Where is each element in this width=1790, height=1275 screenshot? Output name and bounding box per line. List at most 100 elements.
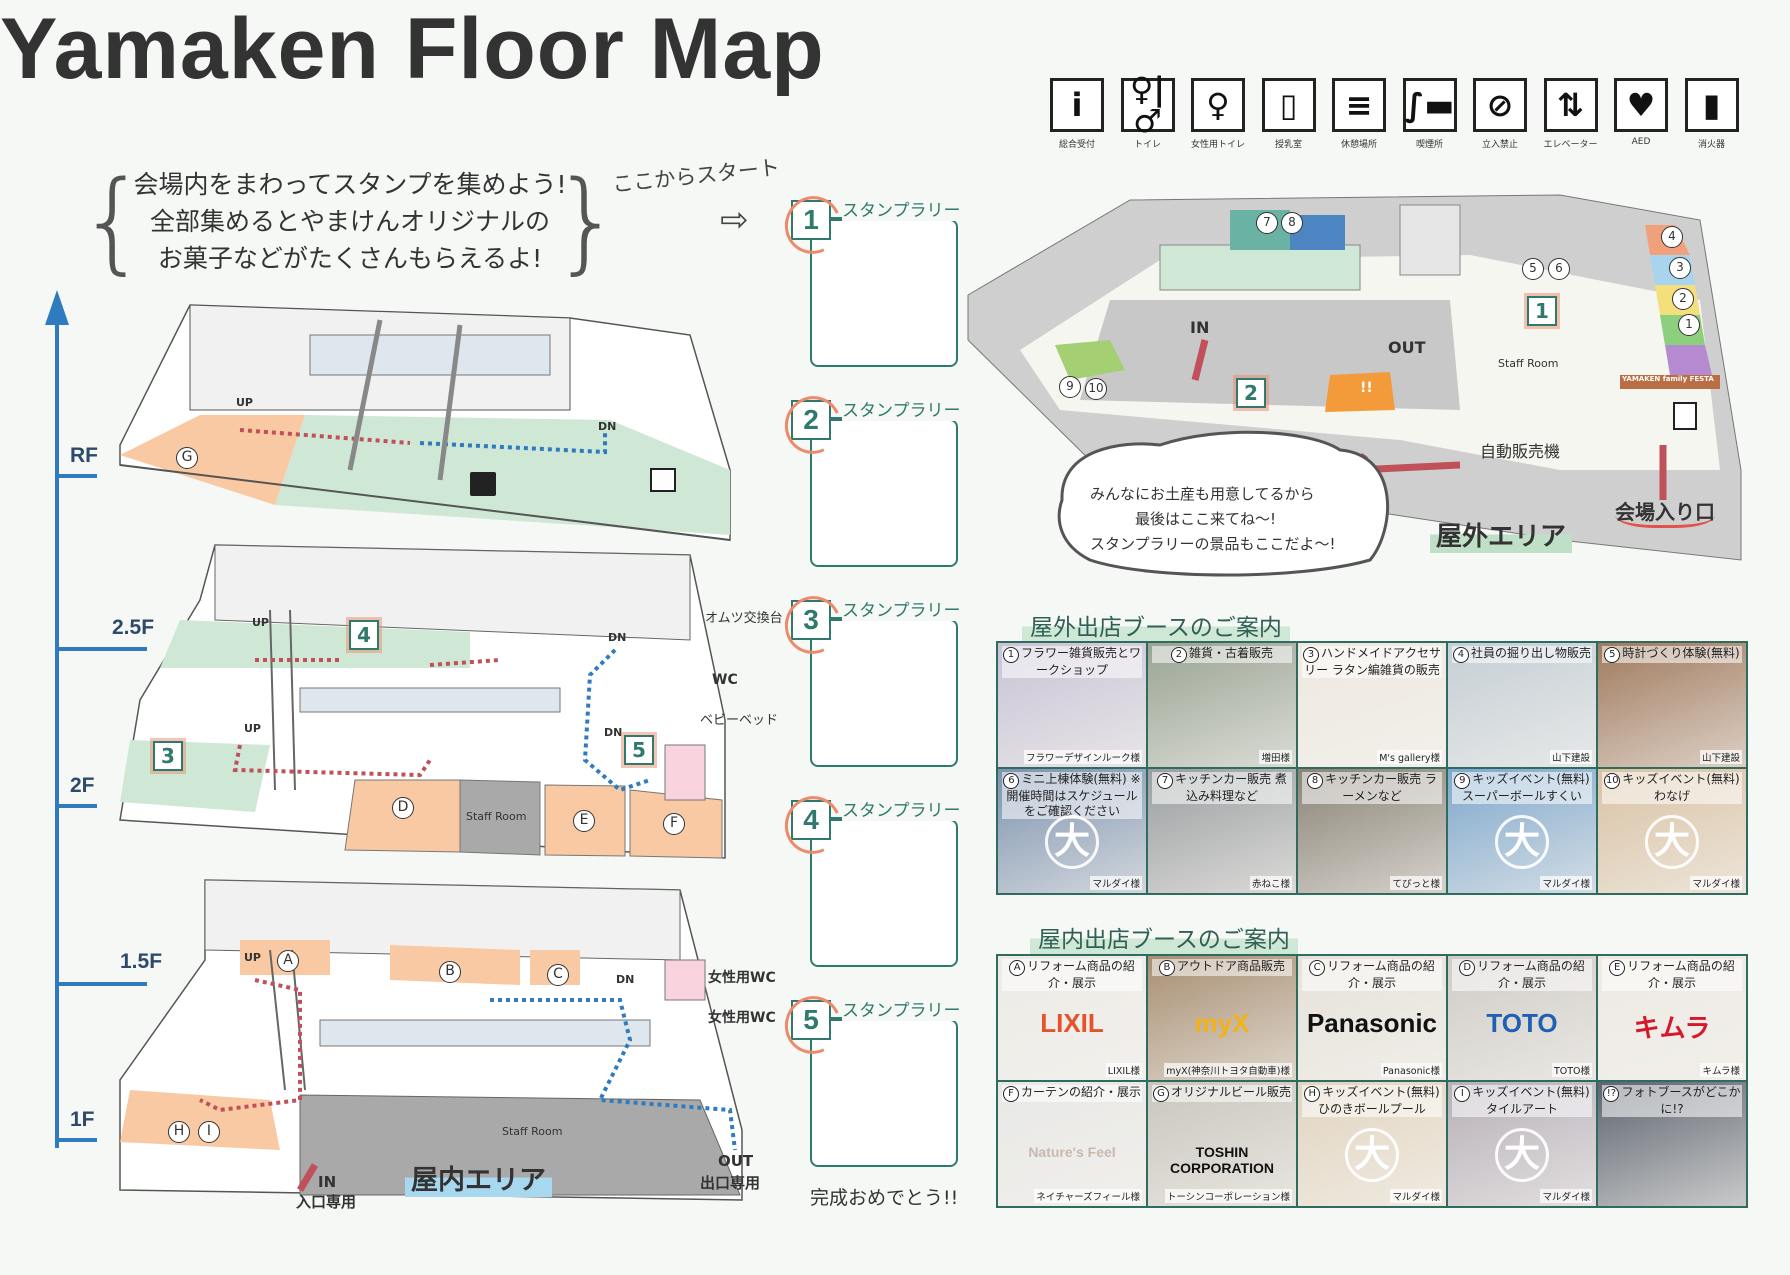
stamp-rally-label: スタンプラリー: [842, 996, 965, 1021]
outdoor-booth-number-4: 4: [1661, 226, 1683, 248]
booth-sponsor: 増田様: [1259, 750, 1292, 764]
booth-title-text: アウトドア商品販売: [1176, 959, 1285, 973]
booth-number-badge: I: [1454, 1086, 1471, 1102]
intro-line-2: 全部集めるとやまけんオリジナルの: [149, 207, 550, 236]
outdoor-booths-heading: 屋外出店ブースのご案内: [1022, 608, 1290, 642]
outdoor-booth-number-3: 3: [1669, 257, 1691, 279]
booth-title-text: ミニ上棟体験(無料) ※開催時間はスケジュールをご確認ください: [1006, 772, 1141, 818]
booth-title: !?フォトブースがどこかに!?: [1602, 1085, 1742, 1117]
booth-title-text: キッチンカー販売 煮込み料理など: [1175, 772, 1287, 803]
booth-sponsor: 赤ねこ様: [1249, 876, 1292, 890]
booth-sponsor: M's gallery様: [1377, 750, 1442, 764]
booth-number-badge: 10: [1604, 773, 1621, 789]
entrance-label: 会場入り口: [1615, 496, 1715, 528]
out-label: OUT: [718, 1152, 754, 1170]
womens-wc-label-2: 女性用WC: [708, 1010, 776, 1026]
legend-item: ∫▬ 喫煙所: [1402, 78, 1457, 150]
womens-wc-label-1: 女性用WC: [708, 970, 776, 986]
brand-logo: LIXIL: [1040, 1008, 1104, 1038]
2f-floor-plan: [119, 544, 726, 859]
booth-sponsor: LIXIL様: [1105, 1063, 1142, 1077]
floor-label-1-5f: 1.5F: [120, 950, 163, 973]
booth-number-badge: 3: [1302, 647, 1319, 663]
staff-room-1f: Staff Room: [502, 1125, 563, 1138]
booth-title-text: キッズイベント(無料) タイルアート: [1472, 1085, 1590, 1116]
booth-number-badge: 7: [1157, 773, 1174, 789]
smoking-area-icon: ∫▬: [1402, 78, 1457, 132]
marudai-logo-icon: 大: [1645, 815, 1699, 869]
booth-title-text: ハンドメイドアクセサリー ラタン編雑貨の販売: [1304, 646, 1441, 677]
booth-number-badge: H: [1304, 1086, 1321, 1102]
floor-label-rf: RF: [70, 444, 98, 467]
booth-b: B: [439, 961, 461, 983]
bubble-line-2: 最後はここ来てね〜!: [1135, 510, 1277, 528]
legend-label: 喫煙所: [1415, 140, 1443, 150]
stamp-1-marker: 1: [1527, 296, 1557, 326]
indoor-booth-card: !?フォトブースがどこかに!?: [1598, 1082, 1746, 1206]
intro-line-1: 会場内をまわってスタンプを集めよう!: [133, 170, 567, 199]
booth-number-badge: 5: [1604, 647, 1621, 663]
info-icon: [1673, 402, 1697, 430]
booth-sponsor: トーシンコーポレーション様: [1164, 1189, 1292, 1203]
elevator-icon: ⇅: [1543, 78, 1598, 132]
booth-title-text: フォトブースがどこかに!?: [1621, 1085, 1741, 1116]
bubble-line-1: みんなにお土産も用意してるから: [1090, 485, 1315, 503]
floor-label-1f: 1F: [70, 1108, 95, 1131]
marudai-logo-icon: 大: [1045, 815, 1099, 869]
stamp-number-3: 3: [791, 600, 831, 640]
restroom-icon: ♀|♂: [1120, 73, 1175, 137]
booth-sponsor: マルダイ様: [1690, 876, 1742, 890]
intro-line-3: お菓子などがたくさんもらえるよ!: [157, 244, 543, 273]
legend-item: ▯授乳室: [1261, 78, 1316, 150]
stamp-box: [810, 819, 958, 967]
right-brace: }: [552, 157, 622, 285]
booth-h: H: [168, 1121, 190, 1143]
booth-f: F: [663, 813, 685, 835]
aed-icon: ♥: [1614, 78, 1668, 132]
outdoor-staff-room: Staff Room: [1498, 357, 1559, 370]
booth-sponsor: 山下建設: [1699, 750, 1742, 764]
booth-a: A: [277, 950, 299, 972]
legend-label: 休憩場所: [1340, 140, 1377, 150]
marudai-logo-icon: 大: [1345, 1128, 1399, 1182]
stamp-number-5: 5: [791, 1000, 831, 1040]
stamp-4-marker: 4: [349, 620, 379, 650]
booth-d: D: [392, 797, 414, 819]
arrow-right-icon: ⇨: [720, 200, 749, 240]
2-5f-up-label: UP: [252, 616, 269, 629]
tent-mark: !!: [1360, 380, 1373, 396]
coffee-icon: [470, 472, 496, 496]
wc-label: WC: [712, 672, 738, 688]
booth-title-text: カーテンの紹介・展示: [1020, 1085, 1141, 1099]
stamp-rally-label: スタンプラリー: [842, 196, 965, 221]
rf-up-label: UP: [236, 396, 253, 409]
info-icon: i: [1050, 78, 1104, 132]
outdoor-booth-number-2: 2: [1672, 288, 1694, 310]
stamp-2-marker: 2: [1236, 378, 1266, 408]
booth-title-text: リフォーム商品の紹介・展示: [1477, 959, 1585, 990]
nursing-room-icon: ▯: [1261, 78, 1316, 132]
booth-title-text: リフォーム商品の紹介・展示: [1027, 959, 1135, 990]
outdoor-booth-number-6: 6: [1548, 258, 1570, 280]
rf-dn-label: DN: [598, 420, 617, 433]
legend-item: ♥AED: [1614, 78, 1668, 147]
outdoor-booth-number-5: 5: [1522, 258, 1544, 280]
staff-room-2f: Staff Room: [466, 810, 527, 823]
